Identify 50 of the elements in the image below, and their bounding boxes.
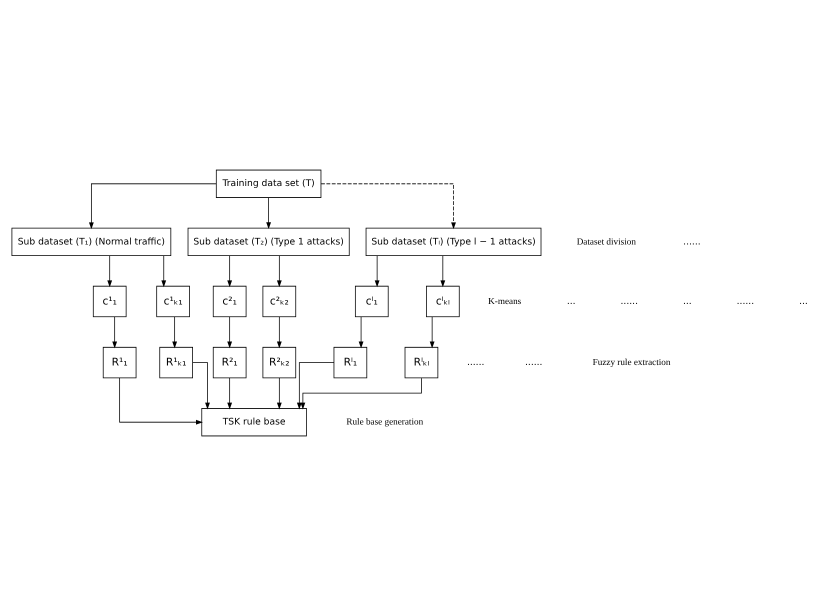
- arrow: [276, 316, 282, 348]
- node-box: Rˡₖₗ: [404, 346, 438, 378]
- arrow: [172, 316, 178, 348]
- arrow: [227, 316, 232, 348]
- arrow: [300, 377, 422, 410]
- arrow: [161, 254, 166, 287]
- node-box: R²₁: [212, 346, 246, 378]
- arrow: [276, 254, 282, 287]
- node-box: Training data set (T): [216, 169, 322, 198]
- node-box: R¹ₖ₁: [159, 346, 193, 378]
- arrow: [112, 316, 118, 348]
- label: ......: [683, 236, 701, 247]
- label: ......: [620, 295, 638, 306]
- arrow: [266, 196, 272, 229]
- node-box: Sub dataset (Tₗ) (Type l − 1 attacks): [366, 227, 542, 256]
- label: Rule base generation: [346, 416, 424, 426]
- arrow: [358, 316, 364, 348]
- label: ......: [736, 295, 754, 306]
- arrow: [440, 254, 446, 287]
- label: Dataset division: [576, 236, 636, 246]
- node-box: c¹₁: [92, 285, 127, 317]
- label: ...: [566, 295, 576, 306]
- label: ......: [525, 356, 542, 368]
- node-box: c²ₖ₂: [262, 285, 296, 317]
- arrow: [276, 377, 282, 409]
- node-box: cˡ₁: [354, 285, 389, 317]
- arrow: [107, 254, 112, 287]
- arrow: [320, 182, 456, 229]
- node-box: Rˡ₁: [334, 346, 368, 378]
- node-box: Sub dataset (T₂) (Type 1 attacks): [188, 227, 350, 256]
- arrow: [119, 377, 203, 424]
- arrow: [296, 362, 334, 410]
- label: K-means: [488, 295, 522, 306]
- node-box: R²ₖ₂: [262, 346, 296, 378]
- node-box: c²₁: [212, 285, 246, 317]
- node-box: TSK rule base: [201, 408, 307, 436]
- arrow: [192, 362, 210, 410]
- arrow: [227, 377, 232, 409]
- label: ...: [799, 295, 808, 306]
- node-box: Sub dataset (T₁) (Normal traffic): [12, 227, 172, 256]
- node-box: R¹₁: [102, 346, 136, 378]
- label: ......: [466, 356, 484, 368]
- arrow: [88, 182, 217, 229]
- arrow: [430, 316, 435, 348]
- label: Fuzzy rule extraction: [592, 356, 670, 366]
- label: ...: [682, 295, 692, 306]
- arrow: [227, 254, 232, 287]
- node-box: c¹ₖ₁: [156, 285, 190, 317]
- arrow: [374, 254, 380, 287]
- node-box: cˡₖₗ: [426, 285, 460, 317]
